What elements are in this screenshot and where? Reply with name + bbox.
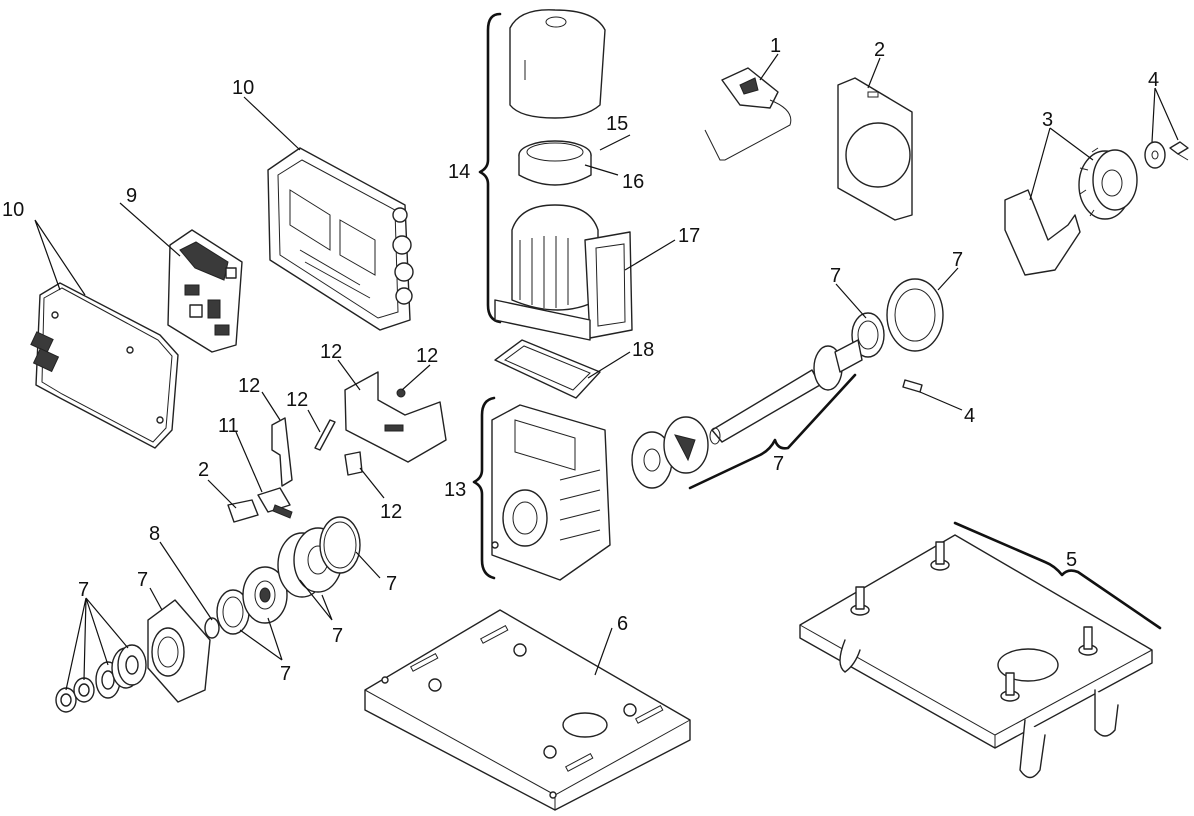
callout-5: 5 bbox=[1066, 549, 1077, 571]
callout-4-key: 4 bbox=[964, 405, 975, 427]
leader-lines bbox=[34, 53, 1179, 691]
callout-8: 8 bbox=[149, 523, 160, 545]
part-motor-cover bbox=[509, 9, 606, 119]
bracket-5 bbox=[953, 521, 1162, 630]
callout-labels: 1 2 3 4 4 5 6 7 7 7 7 7 7 7 7 8 9 10 10 … bbox=[2, 35, 1159, 685]
part-cam bbox=[631, 416, 709, 489]
part-motor-cap bbox=[518, 140, 592, 186]
callout-12-lever: 12 bbox=[238, 375, 260, 397]
part-output-shaft bbox=[709, 339, 863, 445]
callout-9: 9 bbox=[126, 185, 137, 207]
callout-13: 13 bbox=[444, 479, 466, 501]
part-key bbox=[902, 379, 923, 393]
part-motor bbox=[494, 204, 633, 341]
callout-16: 16 bbox=[622, 171, 644, 193]
bracket-14 bbox=[478, 12, 502, 324]
part-control-box bbox=[267, 147, 414, 331]
callout-10-box: 10 bbox=[232, 77, 254, 99]
part-bracket-plate bbox=[344, 371, 447, 476]
part-switch-bracket bbox=[227, 499, 259, 523]
part-o-ring bbox=[204, 617, 220, 639]
callout-12-spring: 12 bbox=[380, 501, 402, 523]
part-foundation-plate bbox=[799, 534, 1153, 779]
part-seal-ring bbox=[851, 312, 885, 358]
callout-7-nuts: 7 bbox=[78, 579, 89, 601]
callout-7-housing: 7 bbox=[137, 569, 148, 591]
bracket-13 bbox=[472, 396, 496, 580]
callout-7-pulley: 7 bbox=[280, 663, 291, 685]
callout-2-switch: 2 bbox=[198, 459, 209, 481]
callout-12-screw: 12 bbox=[416, 345, 438, 367]
callout-7-ring: 7 bbox=[386, 573, 397, 595]
callout-2-top: 2 bbox=[874, 39, 885, 61]
callout-7-shaft: 7 bbox=[773, 453, 784, 475]
callout-3: 3 bbox=[1042, 109, 1053, 131]
part-mounting-plate bbox=[837, 77, 913, 221]
callout-15: 15 bbox=[606, 113, 628, 135]
part-gearbox bbox=[491, 404, 611, 581]
part-anchor-bolts bbox=[850, 541, 1098, 702]
callout-4-top: 4 bbox=[1148, 69, 1159, 91]
part-gasket bbox=[494, 339, 601, 399]
part-flange-ring bbox=[886, 278, 944, 352]
part-nuts-and-washers bbox=[55, 644, 147, 713]
part-drive-gear bbox=[1078, 147, 1138, 220]
part-gear-housing bbox=[147, 599, 211, 703]
callout-17: 17 bbox=[678, 225, 700, 247]
part-gear-bracket bbox=[1004, 189, 1081, 276]
part-large-ring bbox=[319, 516, 361, 574]
callout-10-cover: 10 bbox=[2, 199, 24, 221]
callout-11: 11 bbox=[218, 415, 239, 437]
part-washer bbox=[1144, 141, 1166, 169]
callout-12-bracket: 12 bbox=[320, 341, 342, 363]
callout-7-flange: 7 bbox=[952, 249, 963, 271]
callout-18: 18 bbox=[632, 339, 654, 361]
part-bolt bbox=[1169, 141, 1189, 161]
callout-1: 1 bbox=[770, 35, 781, 57]
part-pin bbox=[314, 419, 336, 451]
callout-12-pin: 12 bbox=[286, 389, 308, 411]
callout-7-seal: 7 bbox=[830, 265, 841, 287]
part-lever bbox=[271, 417, 293, 487]
part-sensor bbox=[704, 67, 792, 161]
part-base-plate bbox=[364, 609, 691, 811]
part-cover-plate bbox=[30, 282, 179, 449]
callout-14: 14 bbox=[448, 161, 470, 183]
part-control-board bbox=[167, 229, 243, 353]
callout-7-disc: 7 bbox=[332, 625, 343, 647]
part-microswitch bbox=[257, 487, 293, 519]
part-pulley bbox=[242, 566, 288, 624]
bracket-7-shaft bbox=[688, 373, 857, 490]
callout-6: 6 bbox=[617, 613, 628, 635]
